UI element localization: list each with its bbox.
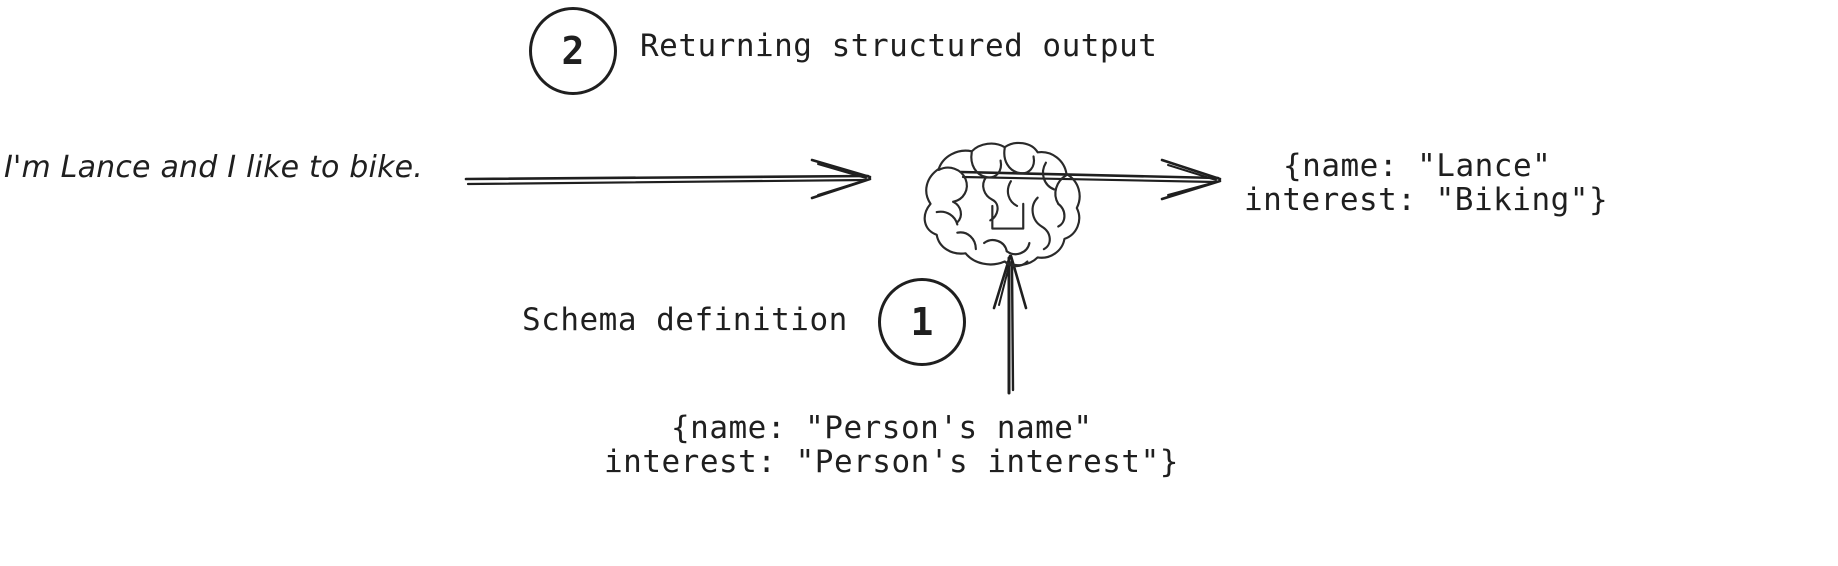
step-badge-1[interactable]: 1 xyxy=(878,278,966,366)
step-2-label: Returning structured output xyxy=(640,28,1158,64)
output-line-2: interest: "Biking"} xyxy=(1244,182,1609,218)
schema-to-model-arrow xyxy=(992,254,1028,395)
model-to-output-arrow xyxy=(959,158,1222,201)
brain-icon xyxy=(923,141,1081,268)
input-to-model-arrow xyxy=(464,158,872,200)
input-text: I'm Lance and I like to bike. xyxy=(4,150,424,185)
output-line-1: {name: "Lance" xyxy=(1283,148,1552,184)
step-badge-2[interactable]: 2 xyxy=(529,7,617,95)
schema-line-2: interest: "Person's interest"} xyxy=(604,444,1179,480)
schema-line-1: {name: "Person's name" xyxy=(671,410,1093,446)
schema-definition-label: Schema definition xyxy=(522,302,848,338)
